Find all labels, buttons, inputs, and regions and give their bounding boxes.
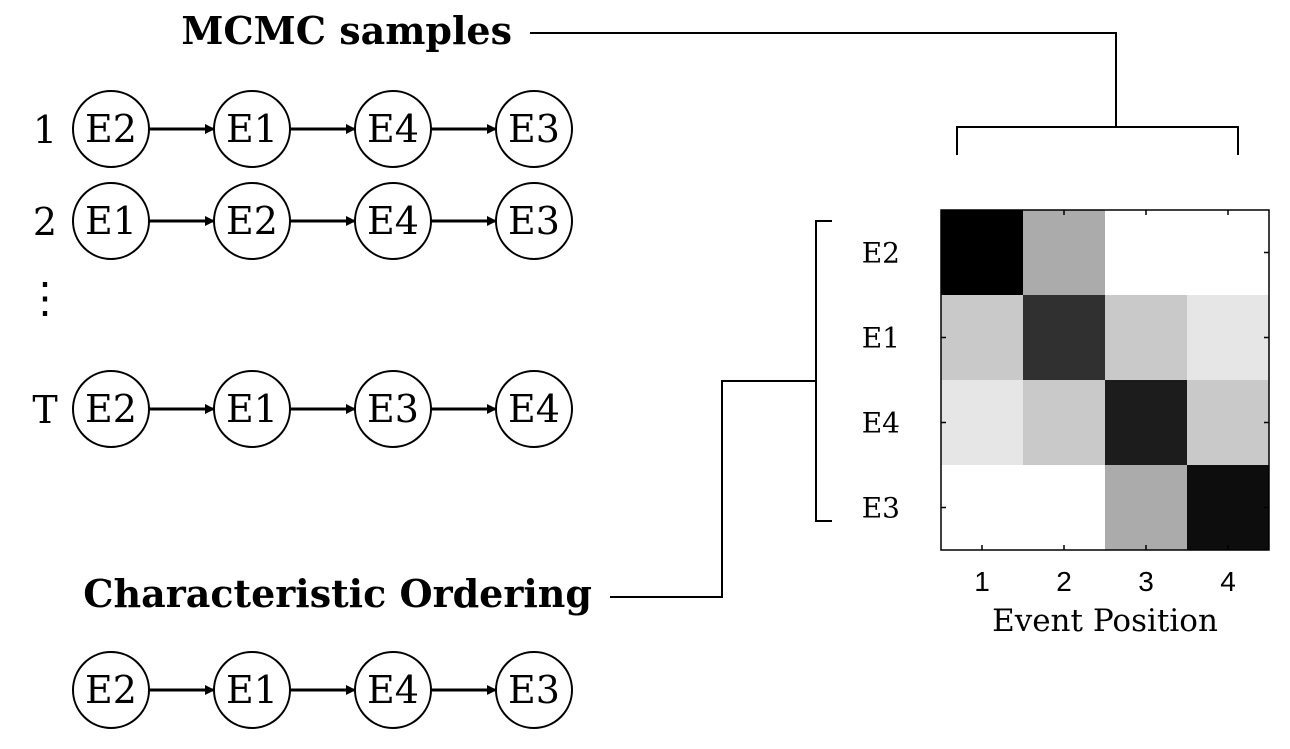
event-node-label: E1 bbox=[226, 668, 278, 712]
heatmap-x-axis-label: Event Position bbox=[992, 603, 1218, 639]
sample-row-1: 1 E2 E1 E4 E3 bbox=[33, 90, 573, 168]
heatmap-cell bbox=[1105, 295, 1188, 381]
event-node-label: E1 bbox=[226, 107, 278, 151]
event-node-label: E4 bbox=[367, 107, 419, 151]
event-node bbox=[495, 182, 573, 260]
mcmc-samples-title: MCMC samples bbox=[181, 8, 512, 53]
mcmc-connector-line bbox=[530, 32, 1117, 127]
heatmap-row-label: E4 bbox=[862, 407, 900, 440]
event-node-label: E2 bbox=[226, 199, 278, 243]
event-node-label: E2 bbox=[85, 387, 137, 431]
vertical-ellipsis: ⋮ bbox=[24, 273, 66, 322]
heatmap-col-label: 1 bbox=[974, 566, 990, 597]
heatmap-cell bbox=[1023, 210, 1106, 296]
event-node bbox=[495, 370, 573, 448]
event-node bbox=[495, 90, 573, 168]
sample-index-label: T bbox=[32, 388, 57, 432]
heatmap-cell bbox=[1187, 210, 1270, 296]
event-node-label: E4 bbox=[367, 668, 419, 712]
event-node-label: E3 bbox=[508, 668, 560, 712]
heatmap-row-label: E1 bbox=[862, 322, 900, 355]
heatmap-cell bbox=[1023, 295, 1106, 381]
heatmap-cell bbox=[1187, 465, 1270, 551]
characteristic-ordering-row: E2 E1 E4 E3 bbox=[72, 651, 573, 729]
sample-index-label: 2 bbox=[33, 200, 57, 244]
heatmap-cell bbox=[1187, 380, 1270, 466]
event-node-label: E4 bbox=[367, 199, 419, 243]
heatmap-cell bbox=[1105, 380, 1188, 466]
heatmap-cell bbox=[1105, 210, 1188, 296]
event-node-label: E1 bbox=[226, 387, 278, 431]
characteristic-connector-line bbox=[610, 380, 816, 598]
row-bracket bbox=[815, 220, 832, 522]
heatmap-cell bbox=[1023, 465, 1106, 551]
heatmap-row-label: E2 bbox=[862, 237, 900, 270]
sample-index-label: 1 bbox=[33, 108, 57, 152]
event-node bbox=[495, 651, 573, 729]
event-node-label: E3 bbox=[508, 199, 560, 243]
heatmap-cell bbox=[941, 295, 1024, 381]
heatmap-col-label: 2 bbox=[1056, 566, 1072, 597]
event-node-label: E2 bbox=[85, 107, 137, 151]
event-node-label: E3 bbox=[508, 107, 560, 151]
heatmap-cell bbox=[1023, 380, 1106, 466]
event-node-label: E4 bbox=[508, 387, 560, 431]
heatmap-frame bbox=[940, 209, 1270, 551]
event-node-label: E3 bbox=[367, 387, 419, 431]
heatmap-cell bbox=[941, 465, 1024, 551]
event-node-label: E2 bbox=[85, 668, 137, 712]
heatmap-col-label: 4 bbox=[1220, 566, 1236, 597]
heatmap-cell bbox=[1105, 465, 1188, 551]
heatmap-col-label: 3 bbox=[1138, 566, 1154, 597]
heatmap-cell bbox=[941, 210, 1024, 296]
event-node-label: E1 bbox=[85, 199, 137, 243]
heatmap-cell bbox=[941, 380, 1024, 466]
heatmap-cell bbox=[1187, 295, 1270, 381]
sample-row-2: 2 E1 E2 E4 E3 bbox=[33, 182, 573, 260]
column-bracket bbox=[956, 126, 1239, 155]
characteristic-ordering-title: Characteristic Ordering bbox=[83, 571, 592, 616]
heatmap-row-label: E3 bbox=[862, 492, 900, 525]
sample-row-T: T E2 E1 E3 E4 bbox=[32, 370, 573, 448]
